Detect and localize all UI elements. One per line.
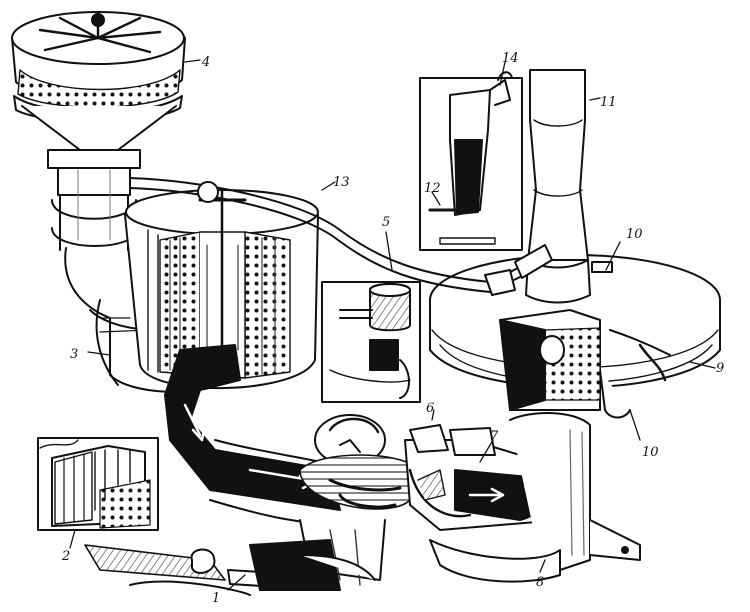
leader-lines	[69, 59, 716, 591]
callout-14: 14	[502, 51, 519, 66]
callout-1: 1	[212, 591, 220, 606]
callout-11: 11	[600, 95, 617, 110]
callout-12: 12	[424, 181, 441, 196]
inset-valve-detail	[419, 71, 523, 251]
callout-3: 3	[70, 347, 78, 362]
air-cleaner-cap	[11, 11, 186, 123]
callout-labels: 1 2 3 4 5 6 7 8 9 10 10 11 12 13 14	[61, 51, 724, 606]
callout-13: 13	[333, 175, 350, 190]
callout-5: 5	[382, 215, 390, 230]
connecting-pipe	[129, 177, 553, 296]
inset-filter-element-detail	[37, 437, 159, 531]
inset-sensor-detail	[321, 281, 421, 403]
callout-9: 9	[716, 361, 724, 376]
callout-6: 6	[426, 401, 434, 416]
control-lever	[84, 539, 376, 596]
callout-4: 4	[201, 55, 210, 70]
outlet-manifold	[429, 412, 641, 583]
callout-7: 7	[490, 429, 499, 444]
callout-10a: 10	[626, 227, 643, 242]
air-cleaner-funnel	[21, 105, 177, 251]
callout-10b: 10	[642, 445, 659, 460]
compressor-unit	[299, 414, 421, 586]
filter-housing	[124, 188, 319, 390]
callout-2: 2	[61, 549, 70, 564]
callout-8: 8	[536, 575, 544, 590]
exhaust-pipe	[525, 69, 613, 304]
